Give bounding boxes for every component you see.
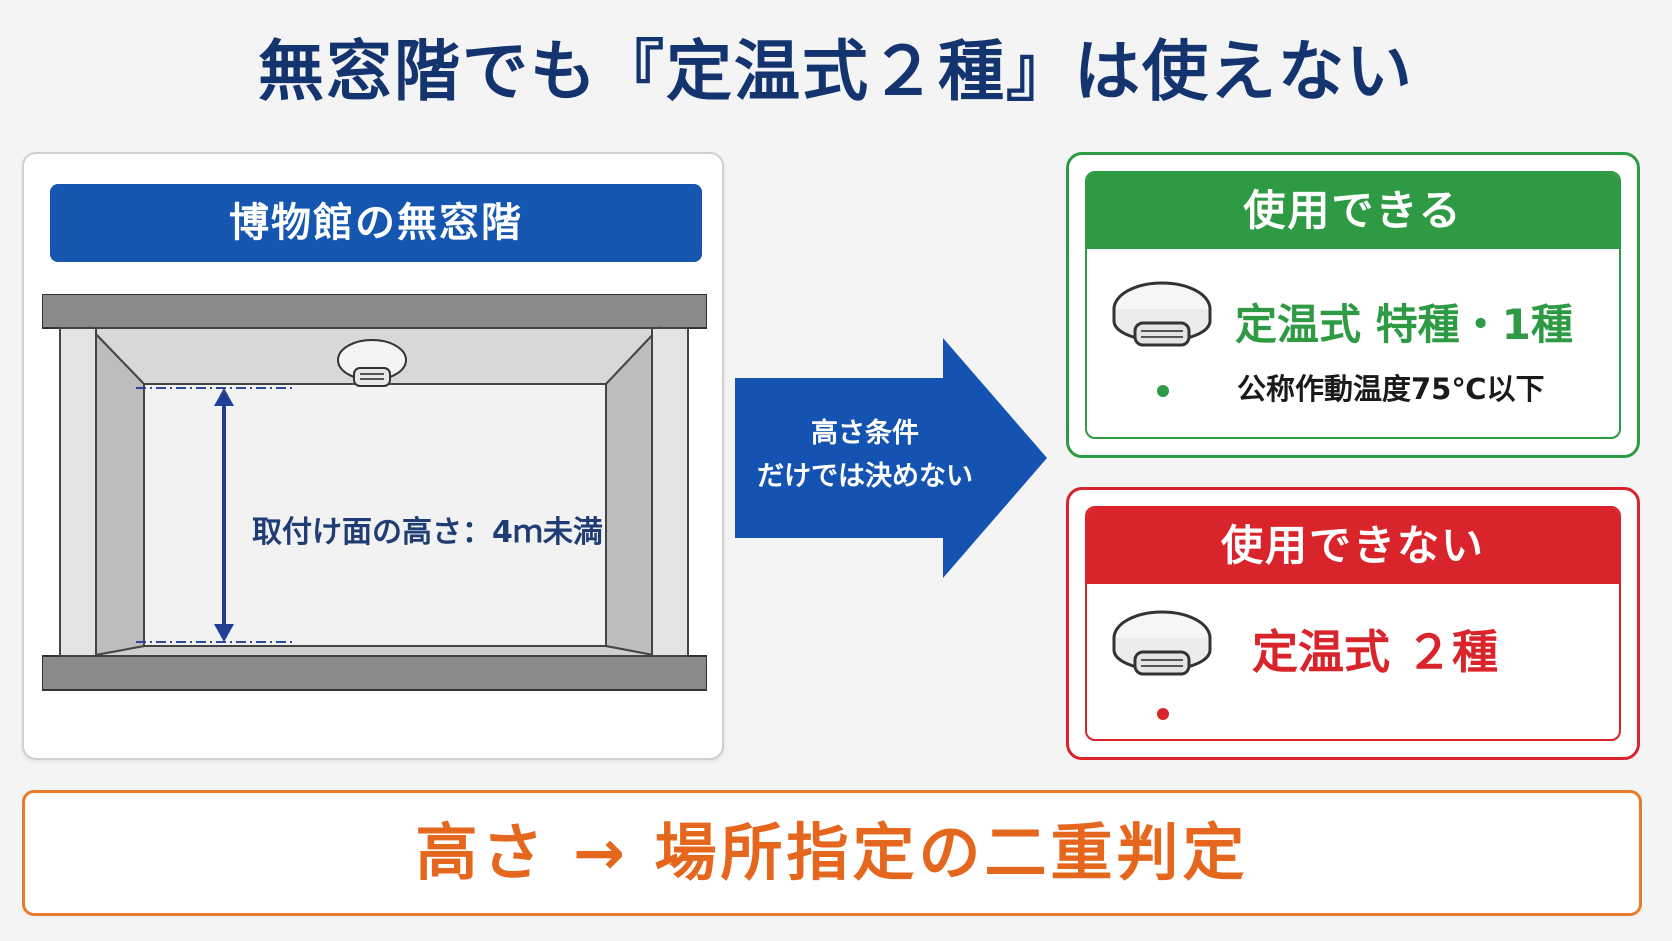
left-wall [89,325,145,658]
room-panel: 博物館の無窓階 [22,152,724,760]
usable-type: 定温式 特種・1種 [1235,300,1573,349]
smoke-detector-icon [1112,610,1212,676]
unusable-bullet [1157,708,1169,720]
arrow-caption: 高さ条件 だけでは決めない [740,412,990,502]
unusable-box-inner: 使用できない 定温式 ２種 [1085,506,1621,741]
usable-bullet [1157,385,1169,397]
arrow-caption-line1: 高さ条件 [811,418,919,449]
right-pillar [651,327,689,657]
smoke-detector-icon [1112,281,1212,347]
usable-header: 使用できる [1087,173,1619,249]
floor-surface [89,645,660,657]
usable-box-inner: 使用できる 定温式 特種・1種 公称作動温度75℃以下 [1085,171,1621,439]
room-panel-header: 博物館の無窓階 [50,184,702,262]
height-arrow-icon [214,388,234,642]
unusable-type: 定温式 ２種 [1252,625,1499,679]
room-illustration [42,294,707,691]
usable-condition: 公称作動温度75℃以下 [1237,372,1545,406]
arrow-caption-line2: だけでは決めない [757,461,973,492]
arrow-right-icon [735,338,1047,578]
unusable-header: 使用できない [1087,508,1619,584]
page-title: 無窓階でも『定温式２種』は使えない [258,33,1414,110]
ceiling-slab [42,294,707,329]
unusable-box: 使用できない 定温式 ２種 [1066,487,1640,760]
height-condition-label: 取付け面の高さ：4ｍ未満 [252,515,603,550]
conclusion-banner: 高さ → 場所指定の二重判定 [22,790,1642,916]
smoke-detector-icon [337,339,407,387]
floor-slab [42,655,707,691]
left-pillar [59,327,97,657]
usable-box: 使用できる 定温式 特種・1種 公称作動温度75℃以下 [1066,152,1640,458]
